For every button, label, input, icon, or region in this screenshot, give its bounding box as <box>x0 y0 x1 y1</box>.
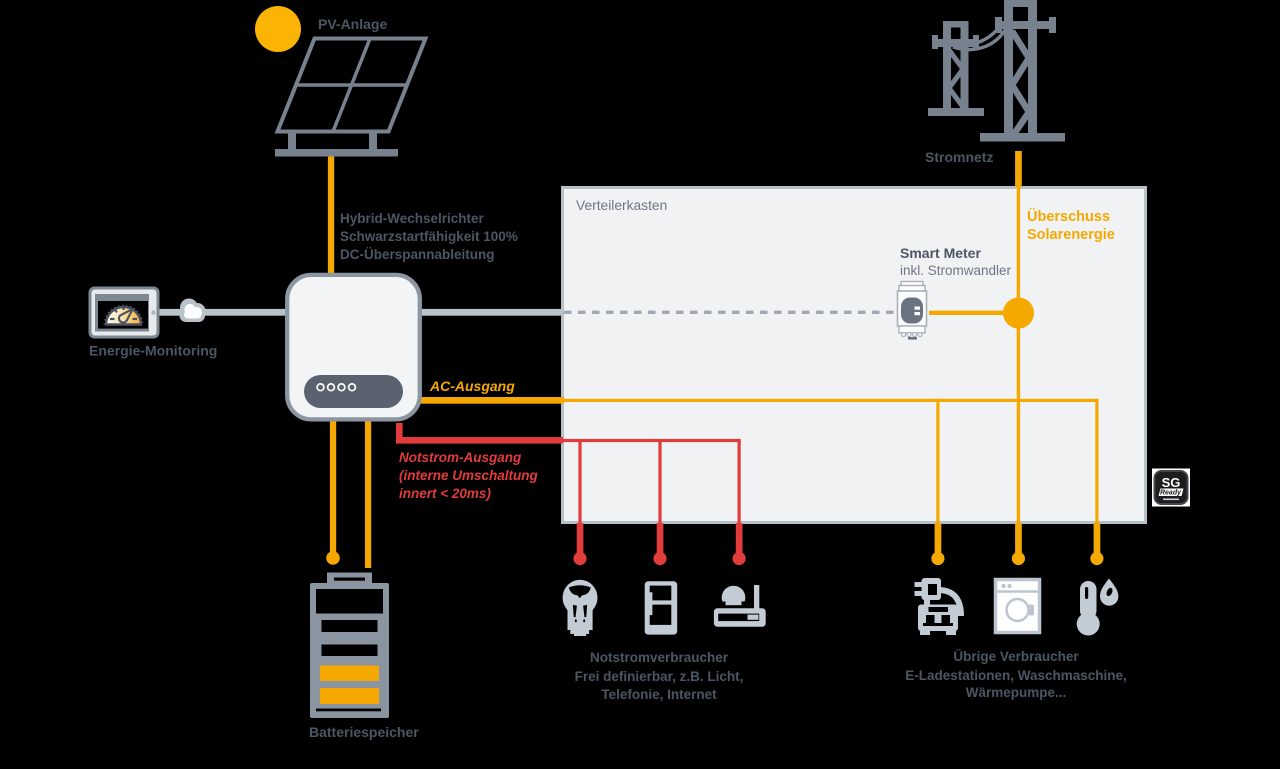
svg-text:inkl. Stromwandler: inkl. Stromwandler <box>900 263 1012 278</box>
svg-text:E-Ladestationen, Waschmaschine: E-Ladestationen, Waschmaschine, <box>905 668 1127 683</box>
svg-text:Energie-Monitoring: Energie-Monitoring <box>89 343 217 359</box>
svg-text:(interne Umschaltung: (interne Umschaltung <box>399 468 539 483</box>
svg-text:DC-Überspannableitung: DC-Überspannableitung <box>340 247 495 262</box>
svg-text:Smart Meter: Smart Meter <box>900 245 981 261</box>
svg-text:Hybrid-Wechselrichter: Hybrid-Wechselrichter <box>340 211 485 226</box>
svg-text:Telefonie, Internet: Telefonie, Internet <box>601 687 717 702</box>
svg-text:Batteriespeicher: Batteriespeicher <box>309 724 419 740</box>
svg-text:SG: SG <box>1162 475 1181 490</box>
svg-text:Notstromverbraucher: Notstromverbraucher <box>590 650 729 665</box>
svg-text:Wärmepumpe...: Wärmepumpe... <box>966 685 1067 700</box>
svg-text:Schwarzstartfähigkeit 100%: Schwarzstartfähigkeit 100% <box>340 229 518 244</box>
svg-text:Verteilerkasten: Verteilerkasten <box>576 198 667 213</box>
svg-text:Überschuss: Überschuss <box>1027 208 1110 225</box>
svg-text:Übrige Verbraucher: Übrige Verbraucher <box>953 649 1079 664</box>
svg-text:Frei definierbar, z.B. Licht,: Frei definierbar, z.B. Licht, <box>575 669 744 684</box>
svg-text:Stromnetz: Stromnetz <box>925 149 993 165</box>
svg-text:PV-Anlage: PV-Anlage <box>318 16 387 32</box>
svg-text:Ready: Ready <box>1160 490 1182 497</box>
svg-text:Notstrom-Ausgang: Notstrom-Ausgang <box>399 450 522 465</box>
svg-text:innert < 20ms): innert < 20ms) <box>399 486 491 501</box>
svg-text:Solarenergie: Solarenergie <box>1027 227 1115 243</box>
svg-text:AC-Ausgang: AC-Ausgang <box>429 378 515 394</box>
